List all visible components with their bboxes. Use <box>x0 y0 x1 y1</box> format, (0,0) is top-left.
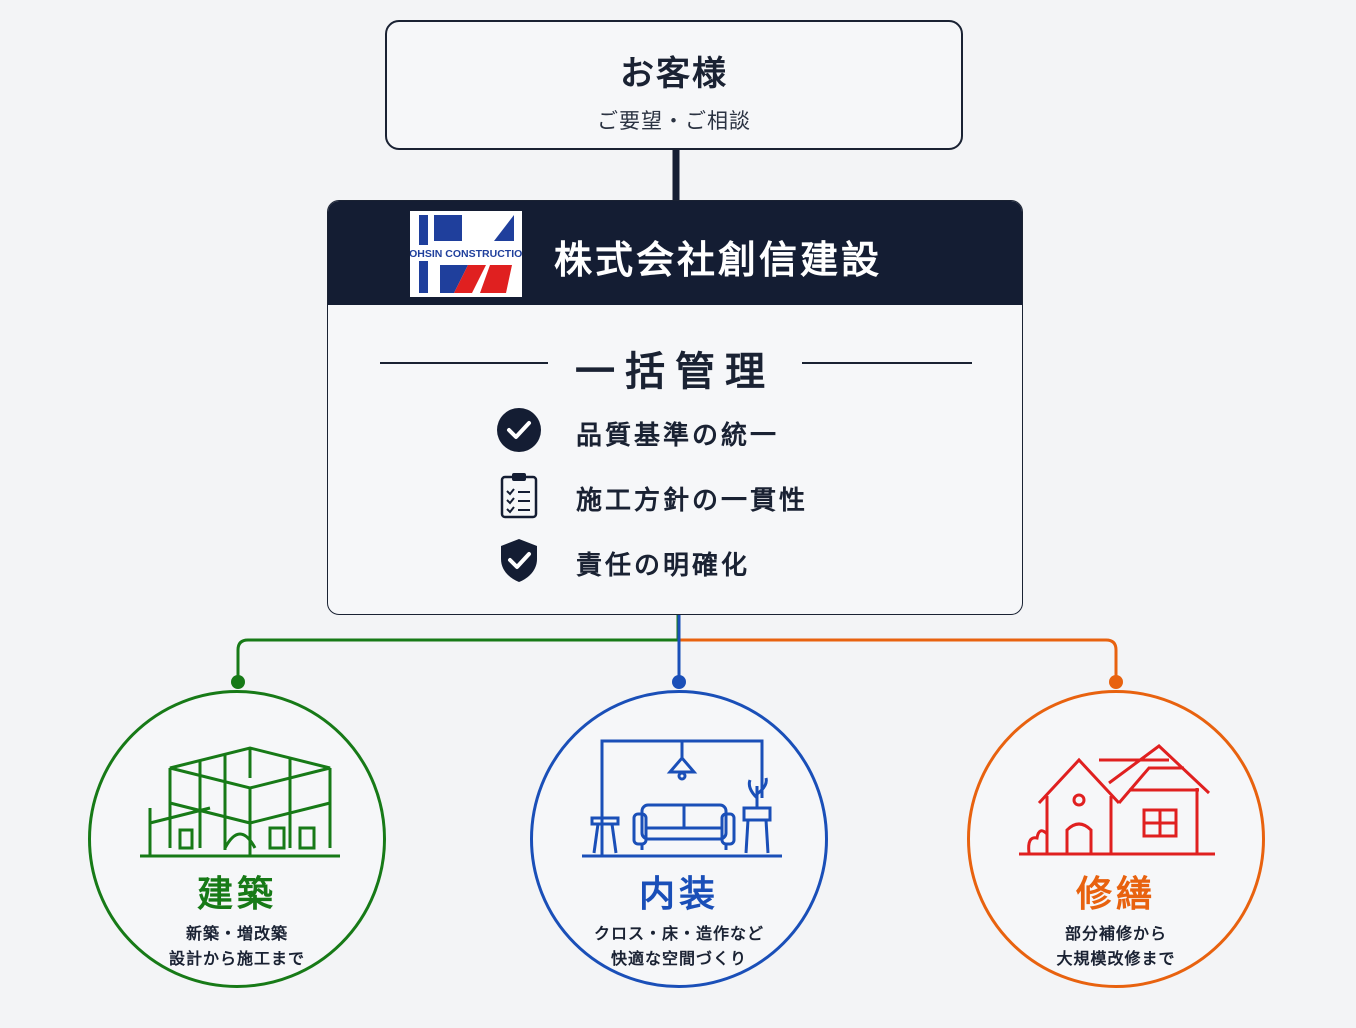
customer-title: お客様 <box>620 54 728 94</box>
feature-item-quality: 品質基準の統一 <box>494 405 914 455</box>
service-circle-interior: 内装 クロス・床・造作など 快適な空間づくり <box>530 690 828 988</box>
connector-dot-architecture <box>231 675 245 689</box>
feature-label: 責任の明確化 <box>576 551 751 581</box>
service-description: 新築・増改築 設計から施工まで <box>91 921 383 971</box>
feature-label: 品質基準の統一 <box>576 421 780 451</box>
branch-line-architecture <box>236 615 680 682</box>
service-desc-line: 新築・増改築 <box>185 924 288 943</box>
service-title: 修繕 <box>1075 874 1156 915</box>
service-title: 建築 <box>196 874 277 915</box>
service-desc-line: クロス・床・造作など <box>593 924 764 943</box>
company-name: 株式会社創信建設 <box>554 238 883 282</box>
service-desc-line: 部分補修から <box>1064 924 1167 943</box>
shield-check-icon <box>501 539 537 582</box>
house-icon <box>1019 744 1215 856</box>
service-circle-repair: 修繕 部分補修から 大規模改修まで <box>967 690 1265 988</box>
logo-wordmark: SOHSIN CONSTRUCTION <box>410 248 522 260</box>
service-desc-line: 快適な空間づくり <box>610 949 747 968</box>
service-desc-line: 大規模改修まで <box>1056 949 1176 968</box>
check-circle-icon <box>497 408 541 452</box>
customer-box: お客様 ご要望・ご相談 <box>385 20 963 150</box>
service-description: 部分補修から 大規模改修まで <box>970 921 1262 971</box>
feature-item-policy: 施工方針の一貫性 <box>494 470 914 520</box>
clipboard-checklist-icon <box>500 473 538 519</box>
divider-right <box>802 362 972 364</box>
management-heading-row: 一括管理 <box>328 339 1022 395</box>
connector-dot-interior <box>672 675 686 689</box>
branch-line-repair <box>680 638 1118 682</box>
company-logo: SOHSIN CONSTRUCTION <box>410 211 522 297</box>
feature-label: 施工方針の一貫性 <box>576 486 809 516</box>
company-card: SOHSIN CONSTRUCTION 株式会社創信建設 一括管理 品質基準の統… <box>327 200 1023 615</box>
service-circle-architecture: 建築 新築・増改築 設計から施工まで <box>88 690 386 988</box>
living-room-icon <box>582 739 782 858</box>
service-desc-line: 設計から施工まで <box>168 949 305 968</box>
building-frame-icon <box>140 746 340 858</box>
divider-left <box>380 362 548 364</box>
service-title: 内装 <box>638 874 719 915</box>
connector-dot-repair <box>1109 675 1123 689</box>
management-title: 一括管理 <box>575 349 775 395</box>
company-header: SOHSIN CONSTRUCTION 株式会社創信建設 <box>328 201 1022 305</box>
customer-subtitle: ご要望・ご相談 <box>597 109 751 133</box>
service-description: クロス・床・造作など 快適な空間づくり <box>533 921 825 971</box>
feature-item-responsibility: 責任の明確化 <box>494 535 914 585</box>
